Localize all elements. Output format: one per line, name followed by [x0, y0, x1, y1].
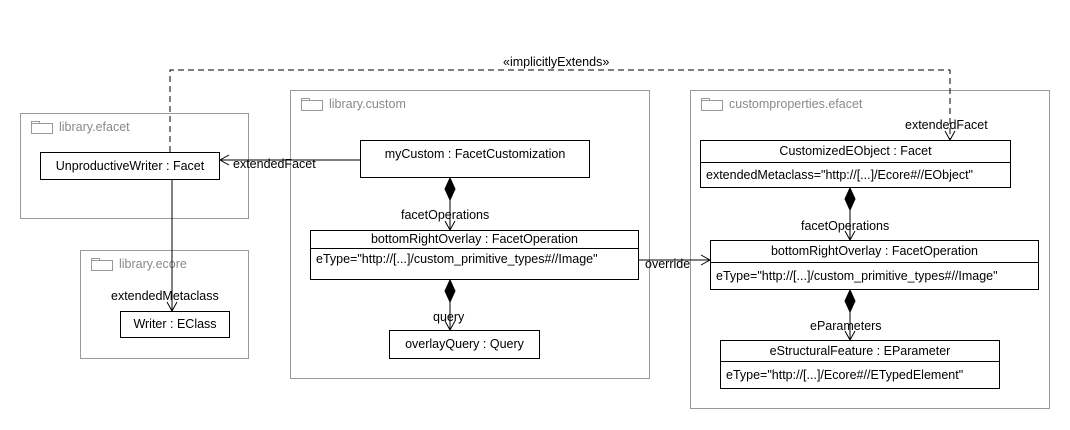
implicitly-extends-label: «implicitlyExtends» [503, 55, 610, 69]
class-name: CustomizedEObject : Facet [779, 144, 932, 158]
package-customproperties-efacet: customproperties.efacet [690, 90, 1050, 409]
arrowhead [218, 154, 230, 166]
package-label: library.efacet [59, 120, 130, 134]
class-bottom-right-overlay-props[interactable]: bottomRightOverlay : FacetOperation eTyp… [710, 240, 1039, 290]
class-name: bottomRightOverlay : FacetOperation [770, 244, 979, 258]
query-label: query [433, 310, 465, 324]
facet-operations-label-left: facetOperations [401, 208, 490, 222]
class-my-custom[interactable]: myCustom : FacetCustomization [360, 140, 590, 178]
eparameters-label: eParameters [810, 319, 882, 333]
implicitly-extends-edge [169, 69, 951, 152]
package-library-custom: library.custom [290, 90, 650, 379]
class-name: bottomRightOverlay : FacetOperation [370, 232, 579, 246]
extended-metaclass-label: extendedMetaclass [111, 289, 219, 303]
class-customized-eobject[interactable]: CustomizedEObject : Facet extendedMetacl… [700, 140, 1011, 188]
composition-diamond [844, 186, 856, 212]
class-attribute: extendedMetaclass="http://[...]/Ecore#//… [701, 162, 1010, 187]
class-name: overlayQuery : Query [405, 337, 524, 351]
class-attribute: eType="http://[...]/Ecore#//ETypedElemen… [721, 361, 999, 388]
package-icon [31, 121, 53, 134]
package-icon [701, 98, 723, 111]
class-estructural-feature[interactable]: eStructuralFeature : EParameter eType="h… [720, 340, 1000, 389]
extended-facet-label-left: extendedFacet [233, 157, 316, 171]
composition-diamond [844, 288, 856, 314]
package-library-ecore: library.ecore [80, 250, 249, 359]
composition-diamond [444, 278, 456, 304]
package-label: library.ecore [119, 257, 187, 271]
class-attribute: eType="http://[...]/custom_primitive_typ… [311, 248, 638, 269]
package-library-efacet: library.efacet [20, 113, 249, 219]
package-icon [301, 98, 323, 111]
class-writer[interactable]: Writer : EClass [120, 311, 230, 338]
override-label: override [645, 257, 691, 271]
facet-operations-label-right: facetOperations [801, 219, 890, 233]
class-name: Writer : EClass [133, 317, 217, 331]
extended-facet-label-right: extendedFacet [905, 118, 988, 132]
class-unproductive-writer[interactable]: UnproductiveWriter : Facet [40, 152, 220, 180]
class-overlay-query[interactable]: overlayQuery : Query [389, 330, 540, 359]
class-name: eStructuralFeature : EParameter [769, 344, 951, 358]
package-label: library.custom [329, 97, 406, 111]
class-bottom-right-overlay-custom[interactable]: bottomRightOverlay : FacetOperation eTyp… [310, 230, 639, 280]
class-name: UnproductiveWriter : Facet [55, 159, 205, 173]
composition-diamond [444, 176, 456, 202]
class-name: myCustom : FacetCustomization [384, 147, 566, 161]
package-label: customproperties.efacet [729, 97, 863, 111]
package-icon [91, 258, 113, 271]
class-attribute: eType="http://[...]/custom_primitive_typ… [711, 262, 1038, 289]
